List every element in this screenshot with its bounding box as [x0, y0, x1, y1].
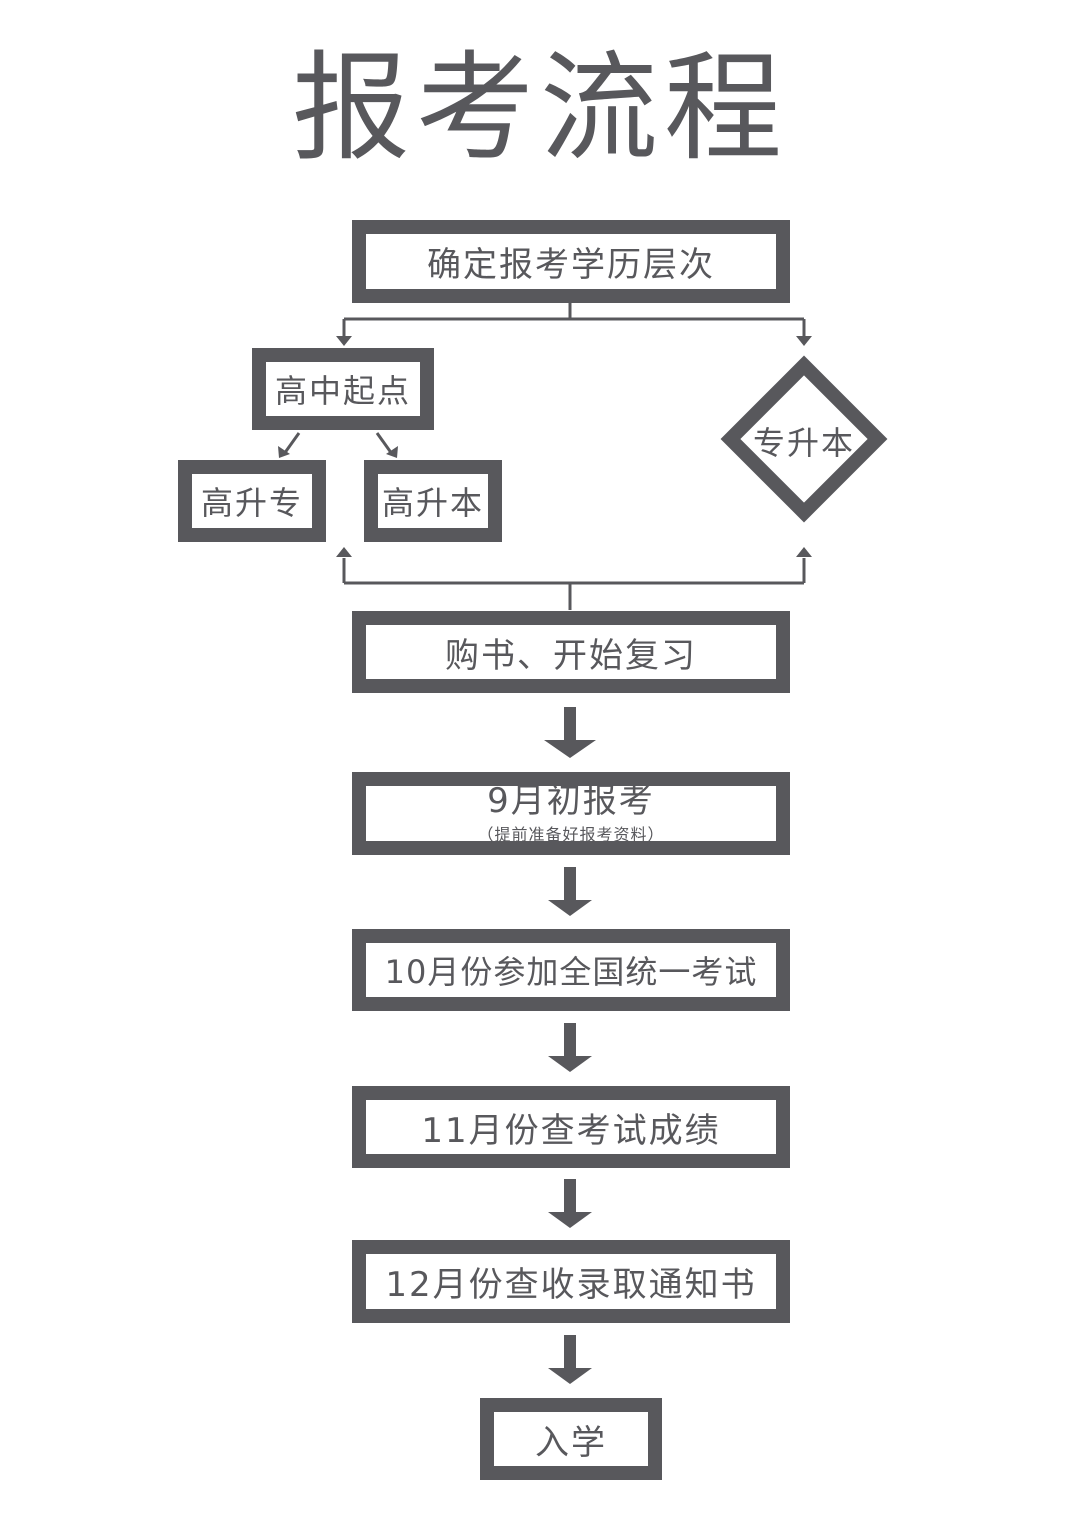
step-november-scores: 11月份查考试成绩	[352, 1086, 790, 1168]
step-label: 入学	[535, 1422, 607, 1463]
step-high-to-bachelor: 高升本	[364, 460, 502, 542]
step-junior-to-bachelor: 专升本	[752, 424, 855, 462]
arrow-up-icon	[796, 547, 812, 557]
page-title: 报考流程	[291, 39, 788, 177]
step-label: 9月初报考	[487, 780, 655, 821]
step-december-admission: 12月份查收录取通知书	[352, 1240, 790, 1323]
arrow-down-icon	[548, 900, 592, 916]
step-october-exam: 10月份参加全国统一考试	[352, 929, 790, 1011]
big-down-arrows	[544, 707, 596, 1384]
step-buy-books: 购书、开始复习	[352, 611, 790, 693]
arrow-down-icon	[548, 1056, 592, 1072]
step-label: 高升专	[200, 484, 303, 522]
step-label: 确定报考学历层次	[427, 245, 715, 285]
arrow-diagonal-icon	[386, 446, 398, 458]
arrow-up-icon	[336, 547, 352, 557]
step-enroll: 入学	[480, 1398, 662, 1480]
step-label: 10月份参加全国统一考试	[384, 953, 758, 991]
arrow-down-icon	[548, 740, 592, 756]
step-label: 高升本	[381, 484, 484, 522]
step-high-school-start: 高中起点	[252, 348, 434, 430]
arrow-down-icon	[548, 1368, 592, 1384]
step-label: 购书、开始复习	[445, 635, 697, 676]
step-label: 高中起点	[274, 372, 411, 410]
arrow-down-icon	[548, 1212, 592, 1228]
step-high-to-junior: 高升专	[178, 460, 326, 542]
step-determine-level: 确定报考学历层次	[352, 220, 790, 303]
connector-line	[282, 432, 301, 455]
connector-line	[375, 432, 394, 455]
step-label: 11月份查考试成绩	[421, 1110, 721, 1151]
step-note: （提前准备好报考资料）	[477, 824, 665, 844]
step-september-register: 9月初报考 （提前准备好报考资料）	[352, 772, 790, 855]
arrow-down-icon	[336, 336, 352, 346]
step-label: 12月份查收录取通知书	[385, 1265, 757, 1305]
arrow-down-icon	[796, 336, 812, 346]
arrow-diagonal-icon	[278, 446, 290, 458]
